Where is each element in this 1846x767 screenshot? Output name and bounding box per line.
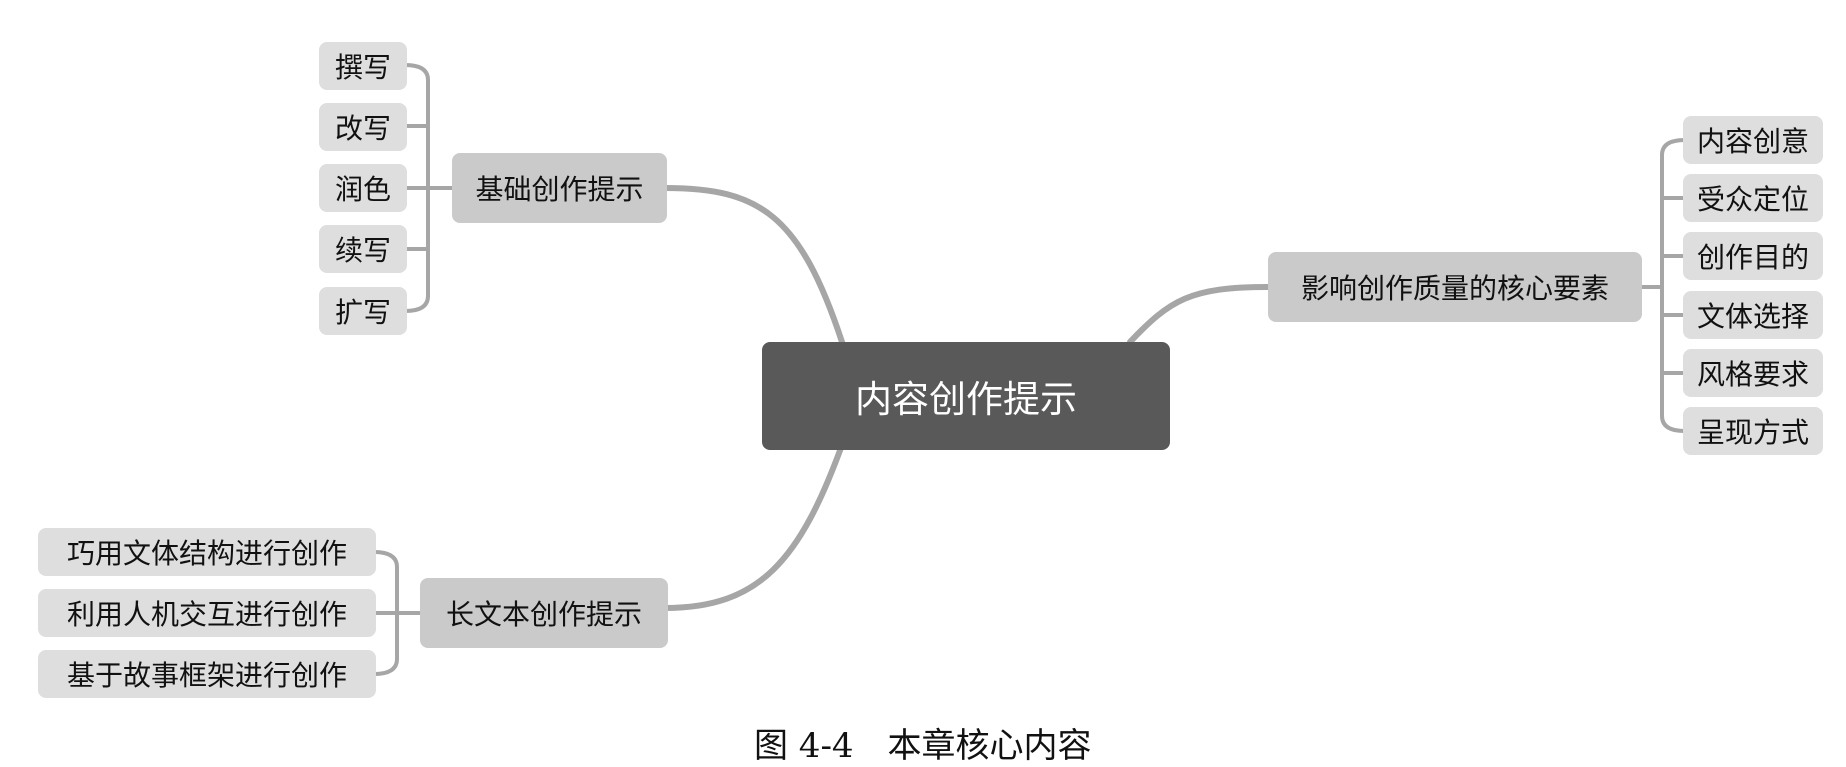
leaf-factors-6: 呈现方式: [1683, 407, 1823, 455]
branch-basic-creation: 基础创作提示: [452, 153, 667, 223]
figure-caption: 图 4-4 本章核心内容: [754, 726, 1092, 766]
leaf-basic-4: 续写: [319, 225, 407, 273]
branch-quality-factors: 影响创作质量的核心要素: [1268, 252, 1642, 322]
leaf-factors-2: 受众定位: [1683, 174, 1823, 222]
leaf-factors-3: 创作目的: [1683, 232, 1823, 280]
link-root-factors: [1127, 284, 1271, 345]
leaf-factors-1: 内容创意: [1683, 116, 1823, 164]
leaf-basic-2: 改写: [319, 103, 407, 151]
root-node: 内容创作提示: [762, 342, 1170, 450]
leaf-factors-5: 风格要求: [1683, 349, 1823, 397]
leaf-long-text-3: 基于故事框架进行创作: [38, 650, 376, 698]
leaf-long-text-2: 利用人机交互进行创作: [38, 589, 376, 637]
leaf-factors-4: 文体选择: [1683, 291, 1823, 339]
bracket-factors: [1660, 138, 1687, 433]
leaf-long-text-1: 巧用文体结构进行创作: [38, 528, 376, 576]
branch-long-text-creation: 长文本创作提示: [420, 578, 668, 648]
link-root-basic: [662, 185, 845, 345]
leaf-basic-5: 扩写: [319, 287, 407, 335]
link-root-long-text: [662, 442, 845, 611]
leaf-basic-1: 撰写: [319, 42, 407, 90]
leaf-basic-3: 润色: [319, 164, 407, 212]
